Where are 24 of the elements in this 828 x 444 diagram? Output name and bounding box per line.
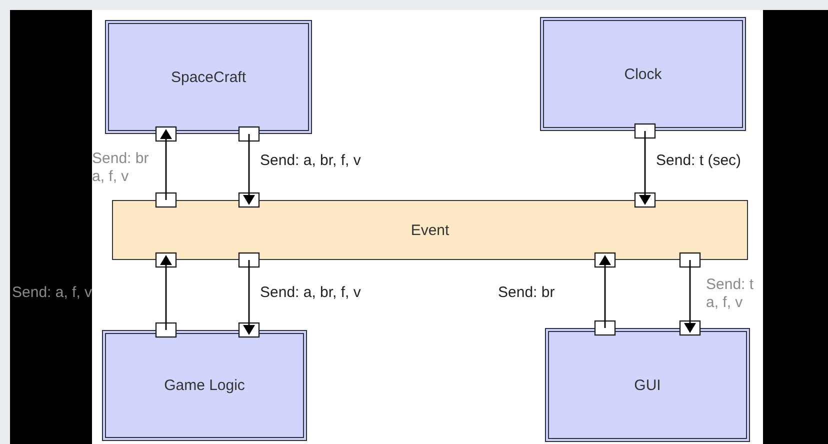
node-label: Event	[410, 222, 450, 238]
connector-arrow	[599, 255, 611, 328]
component-box	[545, 328, 750, 442]
event-bus-box	[112, 200, 748, 260]
edge-label: Send: a, br, f, v	[260, 152, 361, 170]
node-label: GUI	[634, 376, 661, 394]
component-box	[102, 330, 307, 441]
component-box	[105, 20, 312, 134]
connector-arrow	[639, 131, 651, 205]
edge-label: Send: a, br, f, v	[260, 284, 361, 302]
connector-arrow	[243, 260, 255, 335]
edge-label: Send: t a, f, v	[706, 276, 755, 312]
connector-arrow	[160, 129, 172, 200]
node-label: Game Logic	[164, 377, 245, 394]
component-box	[540, 17, 746, 131]
connector-arrow	[160, 255, 172, 330]
edge-label: Send: br	[498, 284, 555, 302]
connector-arrow	[243, 134, 255, 205]
edge-label: Send: a, f, v	[12, 284, 92, 302]
edge-label: Send: t (sec)	[656, 152, 742, 170]
node-label: Clock	[624, 66, 662, 82]
connector-arrow	[684, 260, 696, 333]
edge-label: Send: br a, f, v	[92, 150, 150, 186]
node-label: SpaceCraft	[170, 68, 246, 86]
